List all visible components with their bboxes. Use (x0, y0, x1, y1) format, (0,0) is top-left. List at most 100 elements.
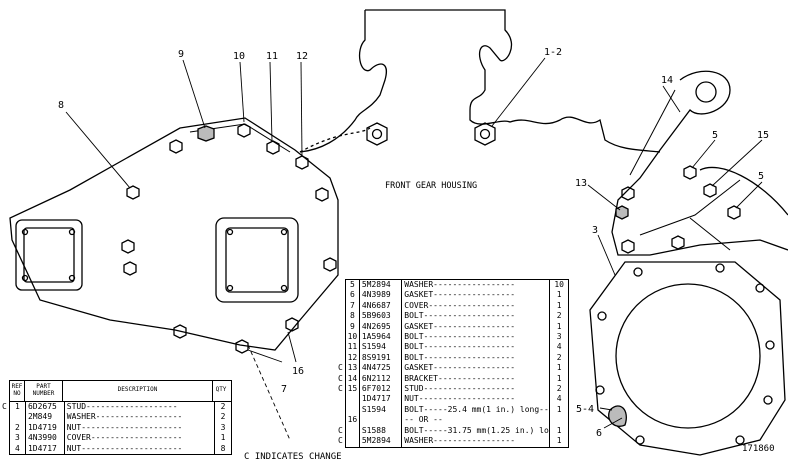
callout-7: 7 (281, 384, 287, 395)
change-note: C INDICATES CHANGE (244, 452, 342, 462)
cell-part: 4N4725 (360, 363, 403, 374)
cell-qty: 1 (556, 290, 562, 300)
callout-labels: 8 9 10 11 12 1-2 14 5 15 5 13 3 7 16 5-4… (58, 47, 769, 439)
callout-3: 3 (592, 225, 598, 236)
cell-qty: 2 (220, 412, 226, 422)
cell-desc: BOLT------------------- (402, 352, 551, 364)
cell-ref (346, 394, 360, 405)
cell-qty (550, 415, 568, 425)
housing-nut-right (474, 122, 496, 146)
cell-qty: 1 (556, 321, 562, 331)
cell-desc: COVER------------------- (65, 433, 216, 444)
cell-desc: BOLT------------------- (402, 332, 551, 343)
table-row: 16-- OR -- (346, 415, 568, 426)
cell-ref (10, 412, 26, 423)
cell-qty: 1 (220, 433, 226, 443)
cell-desc: STUD------------------- (402, 384, 551, 395)
cell-ref: 3 (10, 433, 26, 444)
col-ref: REF NO (10, 381, 25, 401)
cell-ref: 8 (346, 311, 360, 322)
cell-qty: 1 (556, 373, 562, 383)
housing-nut-left (366, 122, 388, 146)
cell-desc: NUT-------------------- (402, 394, 551, 405)
col-part-number: PART NUMBER (25, 381, 63, 401)
cell-qty: 3 (556, 332, 562, 342)
round-cover (589, 261, 786, 456)
cell-part: 5B9603 (360, 311, 403, 322)
bracket (611, 70, 788, 256)
cell-part: 1D4719 (26, 422, 65, 434)
change-mark: C (338, 363, 343, 373)
cell-part: 4N6687 (360, 300, 403, 312)
callout-10: 10 (233, 51, 245, 62)
cell-part: 5M2894 (360, 280, 403, 291)
cell-qty: 1 (556, 425, 562, 435)
cell-ref: 15 (346, 384, 360, 395)
cell-qty: 2 (556, 352, 562, 362)
cell-part: 6F7012 (360, 384, 403, 395)
callout-14: 14 (661, 75, 673, 86)
cell-part: 1D4717 (26, 443, 65, 455)
cell-desc: GASKET----------------- (402, 321, 551, 333)
cell-part: 4N2695 (360, 321, 403, 333)
callout-5-a: 5 (712, 130, 718, 141)
cell-ref: 9 (346, 321, 360, 333)
front-gear-housing (299, 9, 661, 153)
cell-ref: 12 (346, 352, 360, 364)
cell-ref: 4 (10, 443, 26, 455)
cell-desc: GASKET----------------- (402, 290, 551, 301)
cell-desc: BOLT-----31.75 mm(1.25 in.) long--- (404, 425, 551, 437)
cell-ref: 10 (346, 332, 360, 343)
housing-label: FRONT GEAR HOUSING (385, 181, 478, 191)
callout-1-2: 1-2 (544, 47, 562, 58)
cell-desc: BOLT-----25.4 mm(1 in.) long--- (404, 404, 551, 416)
callout-13: 13 (575, 178, 587, 189)
figure-number: 171860 (742, 444, 775, 454)
cell-qty: 1 (556, 404, 562, 414)
cell-desc: WASHER----------------- (402, 436, 551, 447)
cell-ref: 11 (346, 342, 360, 353)
cell-ref: 2 (10, 422, 26, 434)
cell-ref (346, 425, 360, 437)
cell-ref: 6 (346, 290, 360, 301)
cell-qty: 4 (556, 394, 562, 404)
cell-ref: 1 (10, 402, 26, 413)
cell-part: 8S9191 (360, 352, 403, 364)
callout-11: 11 (266, 51, 278, 62)
cell-ref: 7 (346, 300, 360, 312)
cell-desc: GASKET----------------- (402, 363, 551, 374)
cell-ref: 14 (346, 373, 360, 385)
cell-part: S1588 (360, 425, 403, 437)
cell-qty: 2 (220, 402, 226, 411)
change-mark: C (338, 373, 343, 383)
callout-15: 15 (757, 130, 769, 141)
callout-12: 12 (296, 51, 308, 62)
parts-table-header: REF NO PART NUMBER DESCRIPTION QTY (10, 381, 231, 402)
change-mark: C (2, 402, 7, 411)
cell-part: 5M2894 (360, 436, 403, 447)
cell-part: 4N3989 (360, 290, 403, 301)
callout-5-4: 5-4 (576, 404, 594, 415)
cell-qty: 3 (220, 422, 226, 432)
cell-part: 6N2112 (360, 373, 403, 385)
cell-ref: 5 (346, 280, 360, 291)
cell-desc: COVER------------------ (402, 300, 551, 312)
cell-qty: 1 (556, 363, 562, 373)
cell-ref (346, 436, 360, 447)
